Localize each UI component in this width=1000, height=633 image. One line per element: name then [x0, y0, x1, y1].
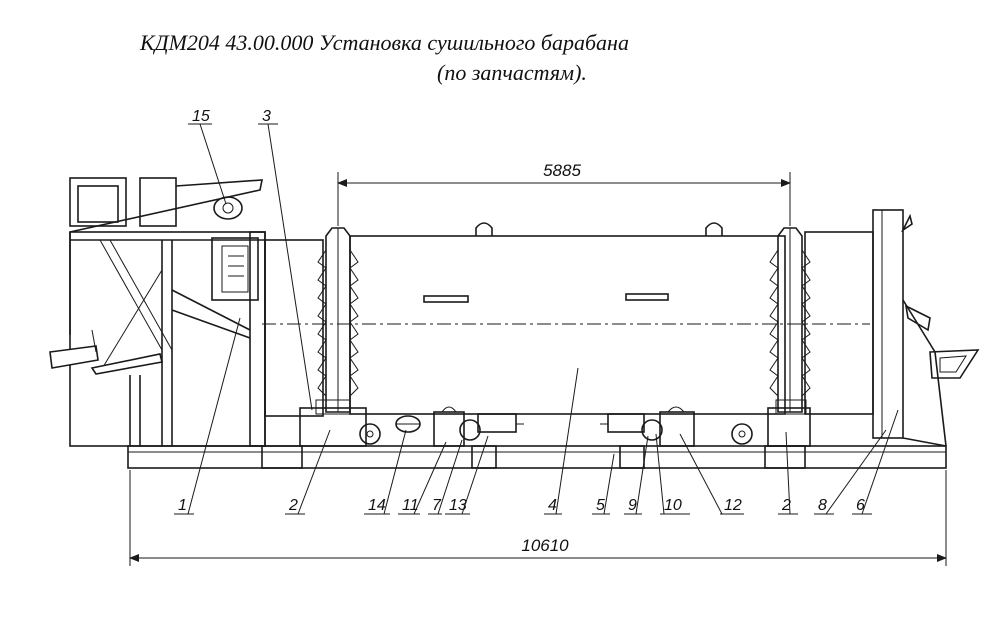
callout-label: 2	[288, 497, 298, 514]
callout-11: 11	[398, 441, 447, 515]
drive-unit-right	[600, 406, 695, 447]
callout-label: 15	[192, 108, 210, 125]
callout-2-right: 2	[778, 431, 798, 515]
callout-8: 8	[814, 429, 887, 515]
overall-length-dimension: 10610	[521, 536, 569, 555]
support-tire-right	[769, 227, 811, 413]
drum-span-dimension: 5885	[543, 161, 581, 180]
callout-10: 10	[655, 433, 690, 515]
callout-label: 3	[262, 108, 271, 125]
callout-9: 9	[624, 435, 649, 515]
dimension-5885: 5885	[337, 161, 791, 226]
callout-label: 7	[432, 497, 442, 514]
callout-label: 11	[402, 497, 419, 514]
title-line-2: (по запчастям).	[437, 60, 587, 85]
callout-2-left: 2	[285, 429, 331, 515]
loading-chamber	[49, 177, 324, 447]
roller-station-left	[299, 399, 381, 447]
drive-unit-left	[395, 406, 524, 447]
callout-15: 15	[188, 108, 227, 205]
callout-6: 6	[852, 409, 899, 515]
callout-1: 1	[174, 317, 241, 515]
callout-label: 10	[664, 497, 682, 514]
callout-label: 4	[548, 497, 557, 514]
callout-label: 2	[781, 497, 791, 514]
drawing-title: КДМ204 43.00.000 Установка сушильного ба…	[0, 0, 1000, 90]
callout-14: 14	[364, 429, 407, 515]
callout-4: 4	[544, 367, 579, 515]
callout-label: 6	[856, 497, 865, 514]
callout-7: 7	[428, 439, 463, 515]
callout-label: 8	[818, 497, 827, 514]
callout-3: 3	[258, 108, 313, 411]
drying-drum	[262, 222, 874, 415]
callout-13: 13	[445, 435, 489, 515]
title-line-1: КДМ204 43.00.000 Установка сушильного ба…	[140, 30, 629, 55]
callout-label: 9	[628, 497, 637, 514]
callout-label: 5	[596, 497, 605, 514]
support-tire-left	[317, 227, 359, 413]
dimension-10610: 10610	[129, 470, 947, 566]
callout-12: 12	[679, 433, 744, 515]
callout-label: 14	[368, 497, 386, 514]
base-frame	[127, 445, 947, 469]
callout-label: 12	[724, 497, 742, 514]
roller-station-right	[731, 399, 811, 447]
discharge-chamber	[872, 209, 980, 447]
callout-label: 13	[449, 497, 467, 514]
callout-label: 1	[178, 497, 187, 514]
callout-5: 5	[592, 453, 615, 515]
